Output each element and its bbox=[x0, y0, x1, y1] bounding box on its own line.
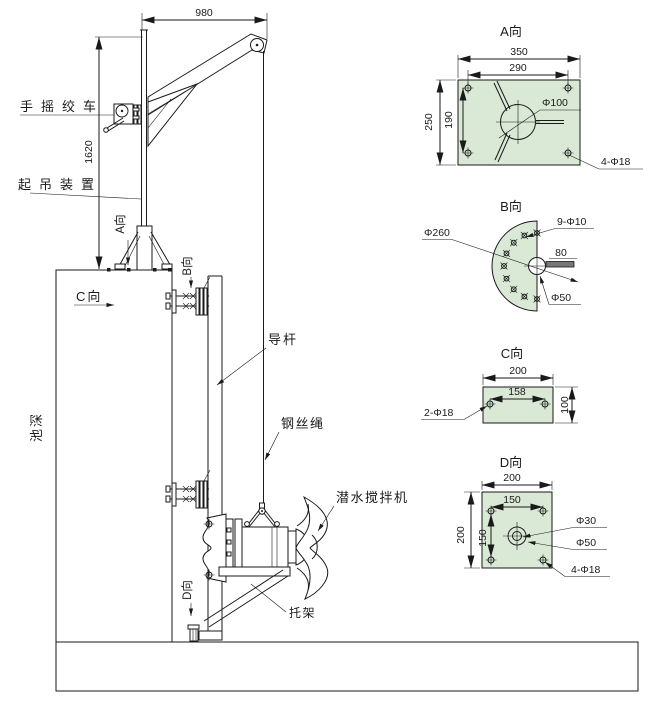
view-a-ribs bbox=[493, 80, 564, 163]
view-d-dim-200-left: 200 bbox=[455, 526, 467, 544]
view-b-outer-circle-label: Φ260 bbox=[424, 227, 450, 239]
callout-wire-rope: 钢丝绳 bbox=[264, 416, 325, 461]
view-d-dim-200-top: 200 bbox=[503, 472, 521, 484]
rail-foot-plate bbox=[198, 630, 223, 641]
view-marker-b: B向 bbox=[180, 256, 194, 288]
callout-lifting-device: 起吊装置 bbox=[18, 177, 142, 200]
lifting-bail bbox=[244, 502, 280, 528]
submersible-mixer bbox=[202, 495, 329, 628]
view-marker-a: A向 bbox=[113, 214, 131, 265]
dim-1620-label: 1620 bbox=[83, 140, 95, 164]
boom-pulley bbox=[250, 38, 264, 52]
dim-980-label: 980 bbox=[195, 7, 213, 19]
wall-bracket-lower bbox=[166, 470, 210, 508]
view-d-outer-hole-label: Φ50 bbox=[576, 537, 596, 549]
bracket-label: 托架 bbox=[289, 606, 316, 620]
detail-view-d: D向 200 150 200 150 Φ30 Φ50 4-Φ18 bbox=[455, 455, 610, 577]
view-a-plate bbox=[457, 79, 581, 166]
view-c-dim-100: 100 bbox=[559, 396, 571, 414]
view-a-marker-label: A向 bbox=[113, 214, 127, 233]
view-b-half-plate bbox=[491, 220, 538, 312]
guide-rod-label: 导杆 bbox=[268, 332, 298, 347]
davit-crane bbox=[103, 29, 268, 272]
mixer-flange bbox=[287, 530, 297, 564]
propeller-blades bbox=[295, 495, 329, 600]
view-d-corner-holes-label: 4-Φ18 bbox=[571, 564, 601, 576]
view-d-dim-150-top: 150 bbox=[503, 494, 521, 506]
view-a-title: A向 bbox=[500, 24, 522, 39]
detail-view-b: B向 80 Φ260 9-Φ10 Φ50 bbox=[422, 199, 594, 312]
rail-anchor-bolt bbox=[187, 624, 200, 642]
view-c-holes-label: 2-Φ18 bbox=[424, 407, 454, 419]
callout-bracket: 托架 bbox=[250, 583, 316, 620]
view-c-dim-200: 200 bbox=[509, 365, 527, 377]
view-b-shaft bbox=[545, 261, 575, 268]
view-d-title: D向 bbox=[500, 455, 522, 470]
view-c-dim-158: 158 bbox=[508, 386, 526, 398]
view-c-title: C向 bbox=[501, 346, 523, 361]
dimension-boom-980: 980 bbox=[141, 7, 268, 39]
rail-clamp bbox=[202, 513, 227, 583]
view-b-center-hole-label: Φ50 bbox=[551, 292, 571, 304]
wire-rope-label: 钢丝绳 bbox=[281, 416, 325, 431]
view-a-dim-190: 190 bbox=[443, 111, 455, 129]
view-b-marker-label: B向 bbox=[180, 256, 194, 275]
view-a-dim-350: 350 bbox=[510, 46, 528, 58]
view-marker-c: C向 bbox=[74, 289, 114, 308]
mixer-motor-body bbox=[241, 526, 289, 568]
wall-bracket-upper bbox=[165, 276, 211, 316]
gusset-brace bbox=[147, 82, 199, 148]
view-b-bolt-holes-label: 9-Φ10 bbox=[557, 216, 587, 228]
detail-view-c: C向 200 158 100 2-Φ18 bbox=[421, 346, 578, 424]
view-c-marker-label: C向 bbox=[76, 289, 102, 304]
dimension-mast-1620: 1620 bbox=[83, 36, 143, 269]
concrete-wall bbox=[55, 269, 173, 643]
view-a-corner-holes-label: 4-Φ18 bbox=[601, 156, 631, 168]
hand-winch bbox=[103, 103, 142, 133]
callout-guide-rod: 导杆 bbox=[216, 332, 298, 386]
lifting-device-label: 起吊装置 bbox=[18, 177, 102, 192]
view-d-dim-150-left: 150 bbox=[477, 529, 489, 547]
callout-hand-winch: 手摇绞车 bbox=[20, 99, 114, 116]
hand-winch-label: 手摇绞车 bbox=[20, 99, 104, 114]
submersible-mixer-label: 潜水搅拌机 bbox=[336, 490, 409, 505]
view-a-dim-250: 250 bbox=[423, 113, 435, 131]
callout-submersible-mixer: 潜水搅拌机 bbox=[317, 490, 409, 532]
pool-depth-label: 池深 bbox=[29, 412, 44, 442]
view-a-dim-290: 290 bbox=[509, 62, 527, 74]
view-d-marker-label: D向 bbox=[180, 580, 194, 600]
view-c-plate bbox=[482, 386, 554, 424]
view-marker-d: D向 bbox=[180, 580, 194, 616]
concrete-floor bbox=[55, 641, 639, 692]
view-b-title: B向 bbox=[500, 199, 522, 214]
support-struts bbox=[203, 569, 289, 628]
winch-crank-handle bbox=[103, 117, 125, 133]
mast-base bbox=[107, 225, 173, 272]
main-view: 980 1620 bbox=[18, 7, 639, 692]
detail-view-a: A向 350 290 250 190 Φ100 4-Φ18 bbox=[423, 24, 643, 170]
view-a-center-hole-label: Φ100 bbox=[542, 97, 568, 109]
view-d-inner-hole-label: Φ30 bbox=[576, 515, 596, 527]
mixer-support-plate bbox=[218, 566, 291, 577]
view-b-dim-80: 80 bbox=[555, 247, 567, 259]
